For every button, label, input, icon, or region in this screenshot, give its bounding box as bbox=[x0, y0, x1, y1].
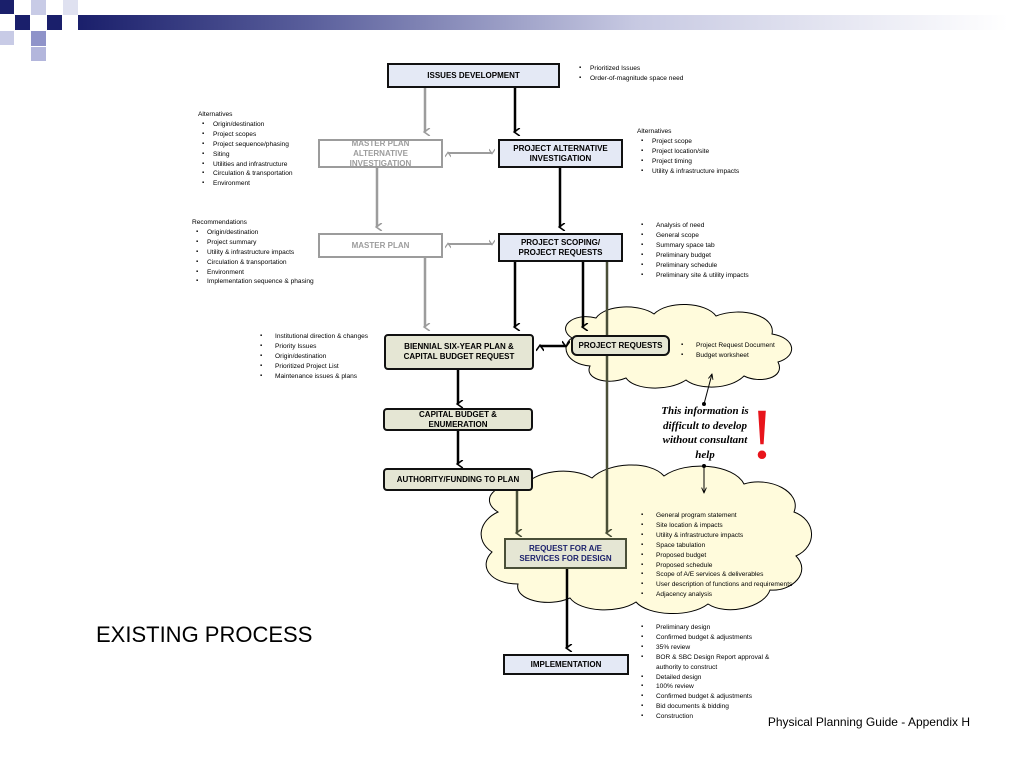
note-item: Project Request Document bbox=[681, 341, 775, 351]
corner-square-decoration bbox=[15, 15, 30, 30]
note-item: Preliminary design bbox=[641, 623, 791, 633]
note-header: Alternatives bbox=[198, 111, 233, 118]
note-item: Implementation sequence & phasing bbox=[192, 277, 314, 287]
note-item: Confirmed budget & adjustments bbox=[641, 633, 791, 643]
note-item: Preliminary site & utility impacts bbox=[641, 271, 749, 281]
note-item: Maintenance issues & plans bbox=[260, 372, 368, 382]
note-item: User description of functions and requir… bbox=[641, 580, 792, 590]
note-item: Priority Issues bbox=[260, 342, 368, 352]
exclamation-icon: ! bbox=[750, 394, 774, 474]
authority-funding-box: AUTHORITY/FUNDING TO PLAN bbox=[383, 468, 533, 491]
note-item: Prioritized Issues bbox=[575, 64, 683, 74]
callout-arrow bbox=[704, 374, 712, 404]
ae-services-notes: General program statement Site location … bbox=[641, 511, 792, 600]
note-item: Construction bbox=[641, 712, 791, 722]
note-item: Confirmed budget & adjustments bbox=[641, 692, 791, 702]
corner-square-decoration bbox=[0, 31, 14, 45]
note-item: Circulation & transportation bbox=[198, 169, 293, 179]
project-requests-box: PROJECT REQUESTS bbox=[571, 335, 670, 356]
note-item: Origin/destination bbox=[198, 120, 293, 130]
corner-square-decoration bbox=[31, 0, 46, 15]
implementation-notes: Preliminary design Confirmed budget & ad… bbox=[641, 623, 791, 722]
project-scoping-box: PROJECT SCOPING/ PROJECT REQUESTS bbox=[498, 233, 623, 262]
project-alternative-box: PROJECT ALTERNATIVE INVESTIGATION bbox=[498, 139, 623, 168]
biennial-notes: Institutional direction & changes Priori… bbox=[260, 332, 368, 382]
implementation-box: IMPLEMENTATION bbox=[503, 654, 629, 675]
note-item: Utility & infrastructure impacts bbox=[637, 167, 739, 177]
corner-square-decoration bbox=[0, 0, 14, 14]
note-item: Preliminary budget bbox=[641, 251, 749, 261]
master-plan-box: MASTER PLAN bbox=[318, 233, 443, 258]
note-item: Circulation & transportation bbox=[192, 258, 314, 268]
note-item: Siting bbox=[198, 150, 293, 160]
project-alternatives-notes: Alternatives Project scope Project locat… bbox=[637, 127, 739, 177]
note-item: Project summary bbox=[192, 238, 314, 248]
note-item: Prioritized Project List bbox=[260, 362, 368, 372]
corner-square-decoration bbox=[31, 47, 46, 61]
note-header: Alternatives bbox=[637, 128, 672, 135]
note-item: Project scopes bbox=[198, 130, 293, 140]
note-item: Proposed schedule bbox=[641, 561, 792, 571]
note-item: Environment bbox=[198, 179, 293, 189]
note-item: Institutional direction & changes bbox=[260, 332, 368, 342]
slide-title: EXISTING PROCESS bbox=[96, 622, 313, 647]
note-item: Utility & infrastructure impacts bbox=[641, 531, 792, 541]
project-requests-notes: Project Request Document Budget workshee… bbox=[681, 341, 775, 361]
note-item: BOR & SBC Design Report approval & autho… bbox=[641, 653, 791, 673]
corner-square-decoration bbox=[47, 15, 62, 30]
consultant-warning-text: This information is difficult to develop… bbox=[661, 405, 749, 461]
note-item: 100% review bbox=[641, 682, 791, 692]
note-item: Summary space tab bbox=[641, 241, 749, 251]
recommendations-notes: Recommendations Origin/destination Proje… bbox=[192, 218, 314, 287]
note-item: Detailed design bbox=[641, 673, 791, 683]
corner-square-decoration bbox=[63, 0, 78, 15]
note-item: Utilities and infrastructure bbox=[198, 160, 293, 170]
scoping-notes: Analysis of need General scope Summary s… bbox=[641, 221, 749, 280]
issues-development-box: ISSUES DEVELOPMENT bbox=[387, 63, 560, 88]
biennial-plan-box: BIENNIAL SIX-YEAR PLAN & CAPITAL BUDGET … bbox=[384, 334, 534, 370]
request-ae-services-box: REQUEST FOR A/E SERVICES FOR DESIGN bbox=[504, 538, 627, 569]
header-gradient-bar bbox=[78, 15, 1008, 30]
note-item: Preliminary schedule bbox=[641, 261, 749, 271]
note-item: Origin/destination bbox=[260, 352, 368, 362]
project-requests-cloud bbox=[565, 303, 792, 389]
note-item: 35% review bbox=[641, 643, 791, 653]
issues-notes: Prioritized Issues Order-of-magnitude sp… bbox=[575, 64, 683, 84]
note-item: Environment bbox=[192, 268, 314, 278]
corner-square-decoration bbox=[31, 31, 46, 46]
note-item: Scope of A/E services & deliverables bbox=[641, 570, 792, 580]
note-item: Space tabulation bbox=[641, 541, 792, 551]
note-item: Site location & impacts bbox=[641, 521, 792, 531]
note-item: Adjacency analysis bbox=[641, 590, 792, 600]
note-item: Proposed budget bbox=[641, 551, 792, 561]
note-item: Analysis of need bbox=[641, 221, 749, 231]
note-item: Bid documents & bidding bbox=[641, 702, 791, 712]
note-item: Project timing bbox=[637, 157, 739, 167]
note-item: Budget worksheet bbox=[681, 351, 775, 361]
note-item: General program statement bbox=[641, 511, 792, 521]
capital-budget-box: CAPITAL BUDGET & ENUMERATION bbox=[383, 408, 533, 431]
note-item: Utility & infrastructure impacts bbox=[192, 248, 314, 258]
master-alternatives-notes: Alternatives Origin/destination Project … bbox=[198, 110, 293, 189]
note-item: Origin/destination bbox=[192, 228, 314, 238]
note-item: Project location/site bbox=[637, 147, 739, 157]
note-item: Order-of-magnitude space need bbox=[575, 74, 683, 84]
note-item: General scope bbox=[641, 231, 749, 241]
slide-footer: Physical Planning Guide - Appendix H bbox=[767, 715, 970, 729]
note-header: Recommendations bbox=[192, 219, 247, 226]
note-item: Project scope bbox=[637, 137, 739, 147]
note-item: Project sequence/phasing bbox=[198, 140, 293, 150]
master-plan-alternative-box: MASTER PLAN ALTERNATIVE INVESTIGATION bbox=[318, 139, 443, 168]
